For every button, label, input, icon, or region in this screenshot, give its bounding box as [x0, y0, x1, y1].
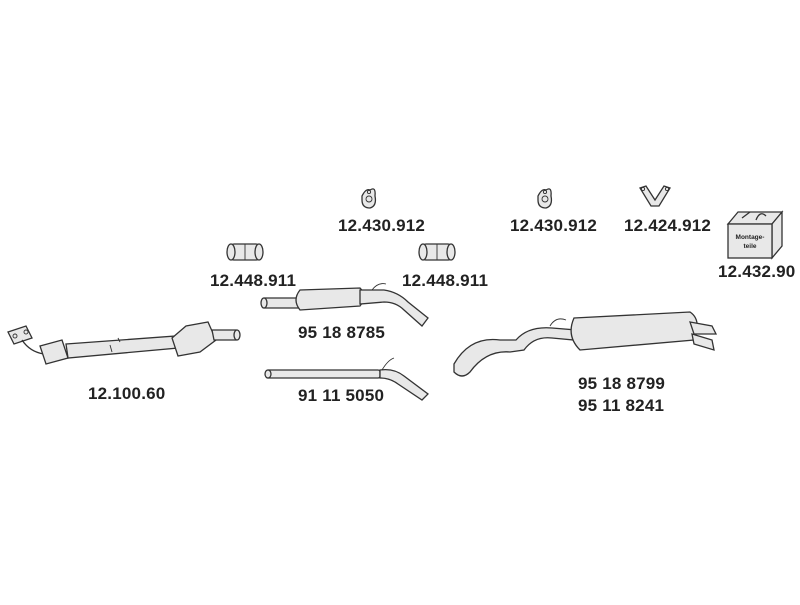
- hanger-b-part: [537, 188, 553, 209]
- v-bracket-part: [639, 185, 671, 207]
- mounting-kit-box-line2: teile: [743, 243, 756, 250]
- front-pipe-catalyst-number: 12.100.60: [88, 384, 166, 403]
- middle-silencer-part: [260, 283, 429, 327]
- clamp-b-part: [418, 243, 456, 261]
- hanger-b-number: 12.430.912: [510, 216, 598, 235]
- rear-silencer-alt-number: 95 11 8241: [578, 396, 665, 415]
- clamp-a-part: [226, 243, 264, 261]
- front-pipe-catalyst-part: [7, 321, 241, 365]
- mounting-kit-number: 12.432.90: [718, 262, 796, 281]
- hanger-a-number: 12.430.912: [338, 216, 426, 235]
- middle-silencer-number: 95 18 8785: [298, 323, 386, 342]
- mounting-kit-part: Montage- teile: [726, 210, 784, 260]
- rear-silencer-number: 95 18 8799: [578, 374, 666, 393]
- hanger-a-part: [361, 188, 377, 209]
- v-bracket-number: 12.424.912: [624, 216, 712, 235]
- middle-pipe-part: [264, 357, 429, 401]
- clamp-a-number: 12.448.911: [210, 271, 297, 290]
- rear-silencer-part: [453, 311, 718, 377]
- middle-pipe-number: 91 11 5050: [298, 386, 385, 405]
- clamp-b-number: 12.448.911: [402, 271, 489, 290]
- mounting-kit-box-line1: Montage-: [736, 234, 765, 241]
